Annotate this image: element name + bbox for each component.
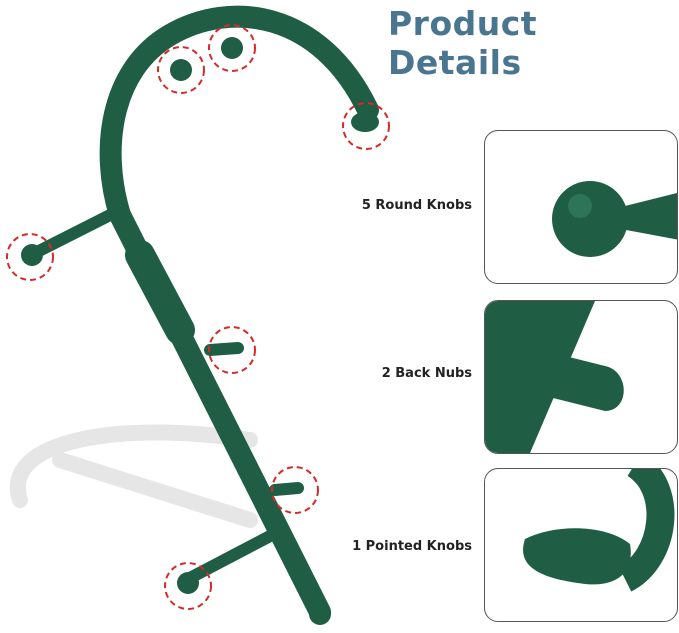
detail-panel-round-knob [484, 130, 678, 284]
detail-label-round-knobs: 5 Round Knobs [361, 198, 472, 213]
detail-panel-back-nub [484, 300, 678, 454]
shadow [9, 424, 258, 528]
knobs [21, 37, 379, 625]
detail-label-pointed-knobs: 1 Pointed Knobs [352, 539, 472, 554]
detail-label-back-nubs: 2 Back Nubs [381, 366, 472, 381]
hook-body [29, 5, 379, 623]
highlight-circles [6, 24, 390, 610]
page-title: Product Details [388, 4, 538, 82]
detail-panel-pointed-knob [484, 468, 678, 622]
